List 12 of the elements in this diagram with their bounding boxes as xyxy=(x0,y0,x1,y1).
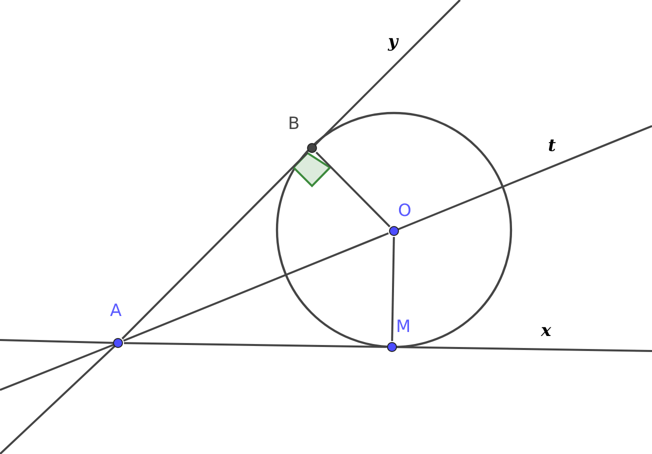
line-segment xyxy=(124,342,386,348)
line-name: x xyxy=(541,321,552,341)
line-segment xyxy=(391,236,395,342)
point-label: A xyxy=(110,301,122,321)
point-label: O xyxy=(398,201,412,221)
line-name: y xyxy=(388,32,398,52)
point-label: M xyxy=(396,317,411,337)
line-segment xyxy=(123,232,389,342)
line-segment xyxy=(316,152,390,228)
point-label: B xyxy=(288,114,300,134)
line-name: t xyxy=(548,136,556,156)
line-segment xyxy=(122,152,308,340)
